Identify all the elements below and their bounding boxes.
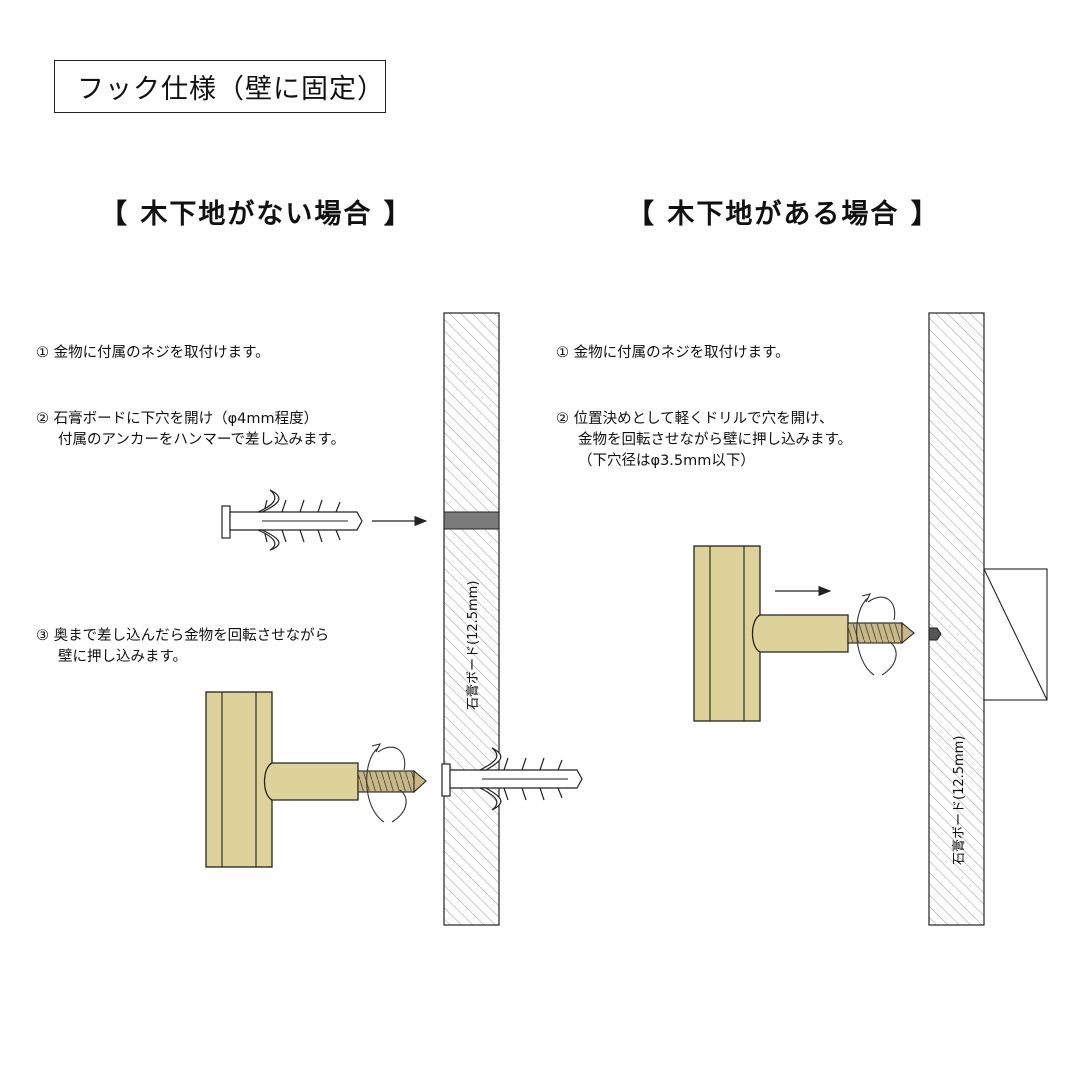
right-step-1: ① 金物に付属のネジを取付けます。 [556,343,790,364]
hook-bracket-left [205,691,427,868]
left-step-3: ③ 奥まで差し込んだら金物を回転させながら 壁に押し込みます。 [36,626,329,668]
left-wall-section: 石膏ボード(12.5mm) [443,312,500,926]
step-text: 位置決めとして軽くドリルで穴を開け、 [573,411,834,427]
page-title: フック仕様（壁に固定） [54,60,386,113]
step-text: 金物を回転させながら壁に押し込みます。 [578,432,853,448]
left-step-2: ② 石膏ボードに下穴を開け（φ4mm程度） 付属のアンカーをハンマーで差し込みま… [36,409,345,451]
step-text: 石膏ボードに下穴を開け（φ4mm程度） [53,411,319,427]
step-text: 付属のアンカーをハンマーで差し込みます。 [58,432,346,448]
right-section-heading: 【 木下地がある場合 】 [627,199,940,230]
right-wall-section: 石膏ボード(12.5mm) [928,312,1048,926]
left-wall-label: 石膏ボード(12.5mm) [465,581,481,710]
step-number: ① [36,345,49,361]
right-step-2: ② 位置決めとして軽くドリルで穴を開け、 金物を回転させながら壁に押し込みます。… [556,409,852,472]
anchor-inserted [441,747,583,811]
step-text: 壁に押し込みます。 [58,649,188,665]
pilot-hole [443,511,500,530]
step-number: ① [556,345,569,361]
step-text: 金物に付属のネジを取付けます。 [573,345,790,361]
right-wall-label: 石膏ボード(12.5mm) [951,736,967,865]
hook-bracket-right [693,545,915,722]
left-step-1: ① 金物に付属のネジを取付けます。 [36,343,270,364]
left-section-heading: 【 木下地がない場合 】 [100,199,413,230]
step-number: ③ [36,628,49,644]
rotation-arrow-icon [856,593,897,676]
anchor-icon [221,489,363,551]
step-text: 奥まで差し込んだら金物を回転させながら [53,628,330,644]
step-text: 金物に付属のネジを取付けます。 [53,345,270,361]
rotation-arrow-icon [366,743,407,823]
step-number: ② [556,411,569,427]
step-number: ② [36,411,49,427]
step-text: （下穴径はφ3.5mm以下） [578,453,755,469]
